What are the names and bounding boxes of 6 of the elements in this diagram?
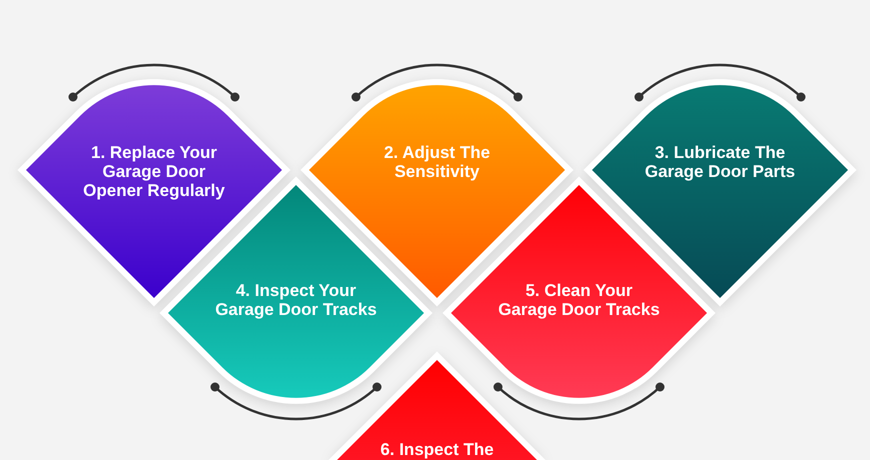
step-label: 5. Clean Your Garage Door Tracks <box>497 281 661 319</box>
step-label: 4. Inspect Your Garage Door Tracks <box>214 281 378 319</box>
step-label: 2. Adjust The Sensitivity <box>382 143 492 181</box>
step-label: 1. Replace Your Garage Door Opener Regularly <box>82 143 226 200</box>
step-label: 6. Inspect The <box>380 440 494 459</box>
step-label: 3. Lubricate The Garage Door Parts <box>644 143 796 181</box>
